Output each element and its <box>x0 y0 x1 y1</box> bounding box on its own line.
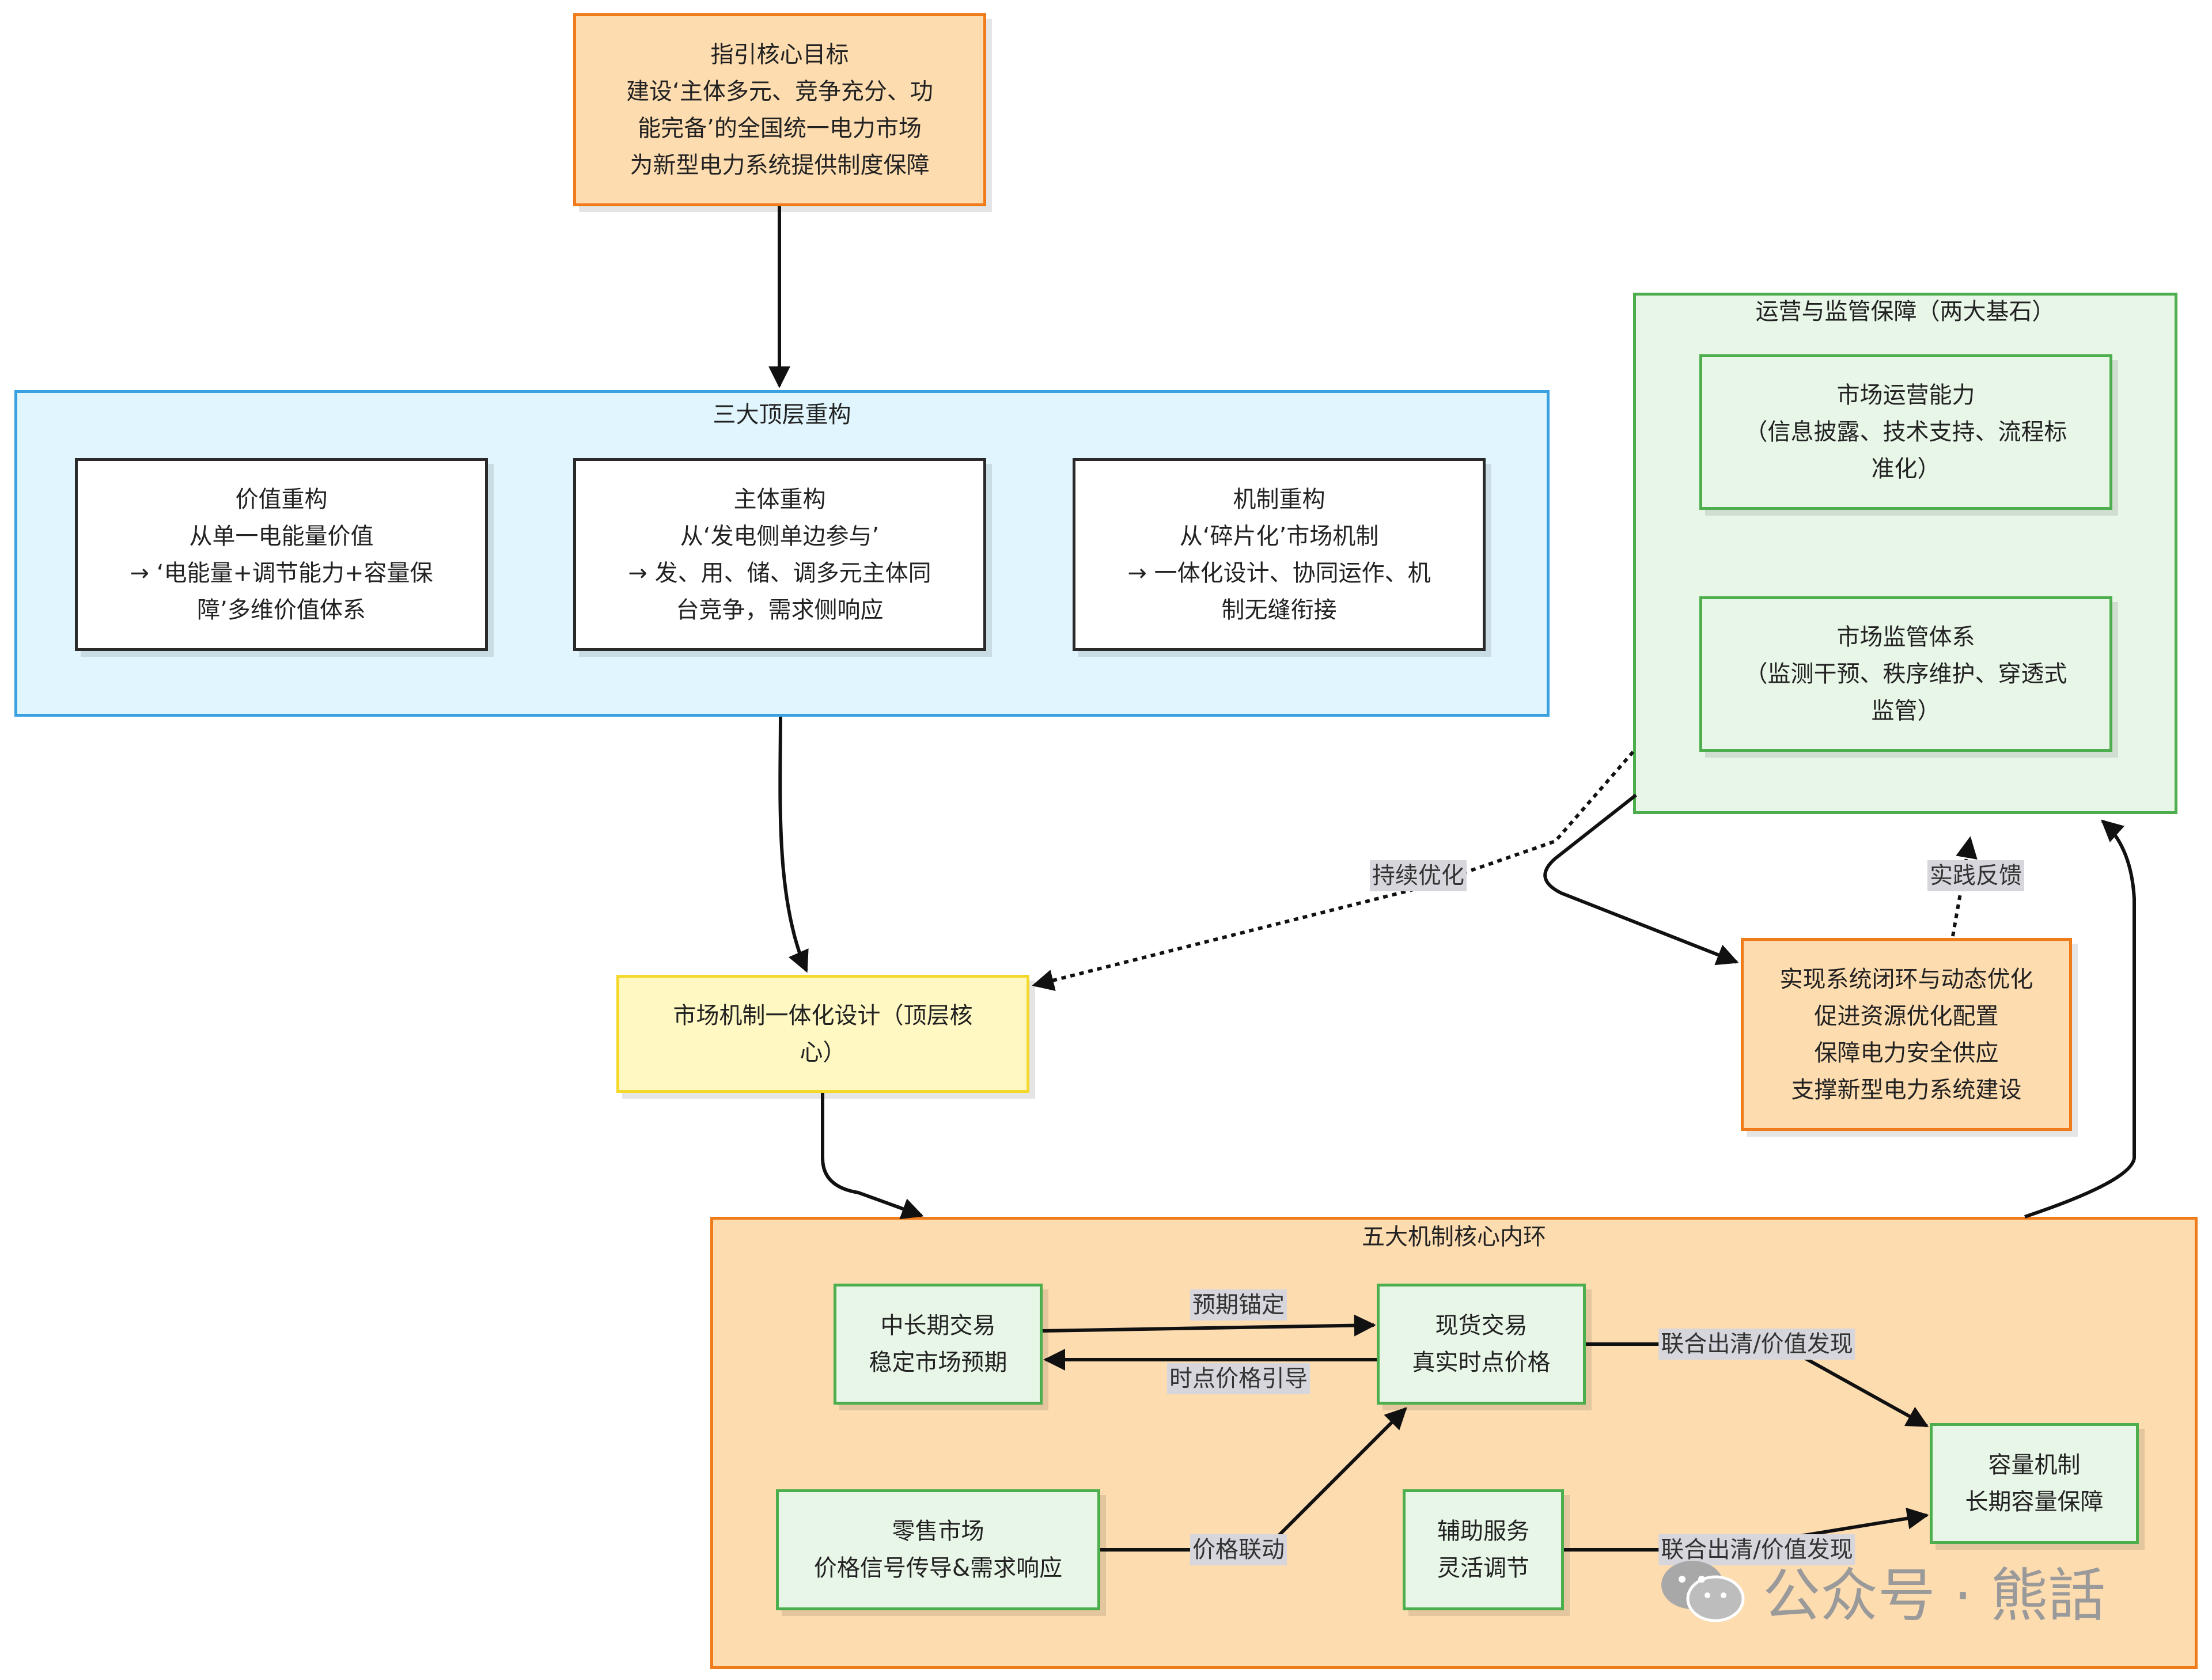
node-value-restructure: 价值重构 从单一电能量价值 → ‘电能量+调节能力+容量保 障’多维价值体系 <box>75 458 488 651</box>
edge-five-core-to-ops <box>2024 819 2136 1219</box>
group-title: 运营与监管保障（两大基石） <box>1755 298 2055 325</box>
edge-supervision-to-closed-loop <box>1543 793 1739 966</box>
watermark-text: 公众号 · 熊話 <box>1763 1561 2106 1629</box>
node-integrated-design: 市场机制一体化设计（顶层核 心） <box>616 975 1029 1093</box>
wechat-logo-icon <box>1661 1561 1745 1622</box>
node-market-supervision: 市场监管体系 （监测干预、秩序维护、穿透式 监管） <box>1699 596 2112 752</box>
edge-ops-to-integrated-dotted <box>1032 751 1635 992</box>
edge-integrated-to-five-core <box>821 1093 924 1220</box>
edge-label-price-linkage: 价格联动 <box>1190 1534 1287 1565</box>
node-spot-trading: 现货交易 真实时点价格 <box>1377 1284 1586 1405</box>
node-market-operation: 市场运营能力 （信息披露、技术支持、流程标 准化） <box>1699 354 2112 510</box>
node-ancillary-services: 辅助服务 灵活调节 <box>1403 1489 1564 1610</box>
edge-label-joint-clearing-2: 联合出清/价值发现 <box>1658 1534 1855 1565</box>
edge-three-top-to-integrated <box>778 716 809 973</box>
edge-label-practice-feedback: 实践反馈 <box>1927 860 2024 891</box>
edge-retail-to-spot <box>1100 1407 1407 1552</box>
edge-mid-to-spot <box>1042 1314 1376 1337</box>
edge-label-time-price-guide: 时点价格引导 <box>1167 1363 1310 1394</box>
group-title: 五大机制核心内环 <box>1362 1224 1546 1250</box>
node-capacity-mechanism: 容量机制 长期容量保障 <box>1930 1423 2139 1544</box>
edge-label-joint-clearing-1: 联合出清/价值发现 <box>1658 1329 1855 1360</box>
node-closed-loop: 实现系统闭环与动态优化 促进资源优化配置 保障电力安全供应 支撑新型电力系统建设 <box>1741 938 2072 1131</box>
edge-label-expectation-anchor: 预期锚定 <box>1190 1289 1287 1320</box>
node-subject-restructure: 主体重构 从‘发电侧单边参与’ → 发、用、储、调多元主体同 台竞争，需求侧响应 <box>573 458 986 651</box>
node-mid-long-term-trading: 中长期交易 稳定市场预期 <box>834 1284 1043 1405</box>
edge-label-continuous-optimize: 持续优化 <box>1370 860 1467 891</box>
node-core-goal: 指引核心目标 建设‘主体多元、竞争充分、功 能完备’的全国统一电力市场 为新型电… <box>573 13 986 206</box>
group-title: 三大顶层重构 <box>713 402 851 428</box>
node-mechanism-restructure: 机制重构 从‘碎片化’市场机制 → 一体化设计、协同运作、机 制无缝衔接 <box>1073 458 1486 651</box>
node-retail-market: 零售市场 价格信号传导&需求响应 <box>776 1489 1100 1610</box>
watermark: 公众号 · 熊話 <box>1659 1556 2105 1629</box>
